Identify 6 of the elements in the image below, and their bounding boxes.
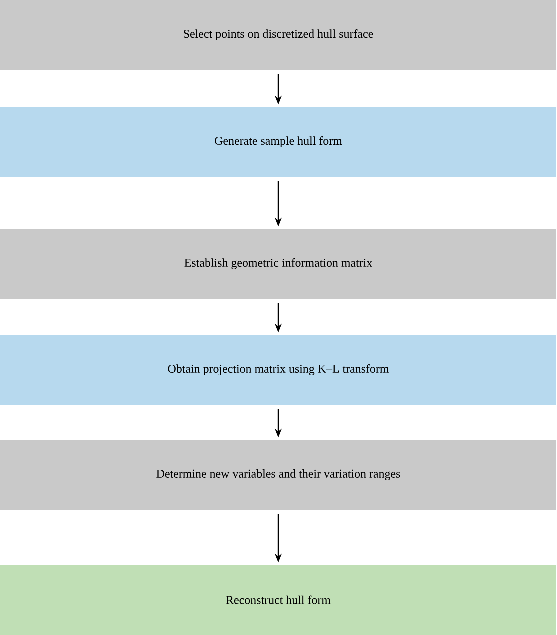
process-box: Determine new variables and their variation ranges	[0, 440, 556, 510]
process-box: Select points on discretized hull surface	[0, 0, 556, 70]
process-box: Reconstruct hull form	[0, 565, 556, 635]
process-box: Obtain projection matrix using K–L transform	[0, 335, 556, 405]
process-box: Generate sample hull form	[0, 107, 556, 177]
process-box: Establish geometric information matrix	[0, 229, 556, 299]
